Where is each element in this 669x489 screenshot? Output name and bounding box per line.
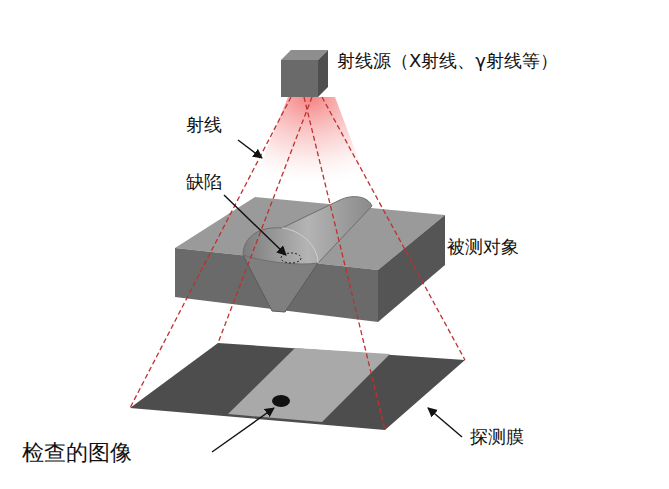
label-text: 射线源（X射线、γ射线等） (337, 50, 558, 72)
ray-source (281, 50, 328, 97)
defect (281, 253, 301, 263)
leader-lines (212, 140, 462, 452)
label-text: 射线 (186, 114, 222, 136)
detector-film (130, 343, 465, 430)
test-object (175, 197, 445, 322)
label-text: 被测对象 (447, 236, 519, 258)
label-text: 检查的图像 (22, 440, 132, 466)
ray-glow (250, 97, 370, 190)
ray-lines (130, 97, 465, 430)
label-text: 探测膜 (470, 426, 524, 448)
defect-image (272, 395, 290, 407)
label-text: 缺陷 (186, 171, 222, 193)
